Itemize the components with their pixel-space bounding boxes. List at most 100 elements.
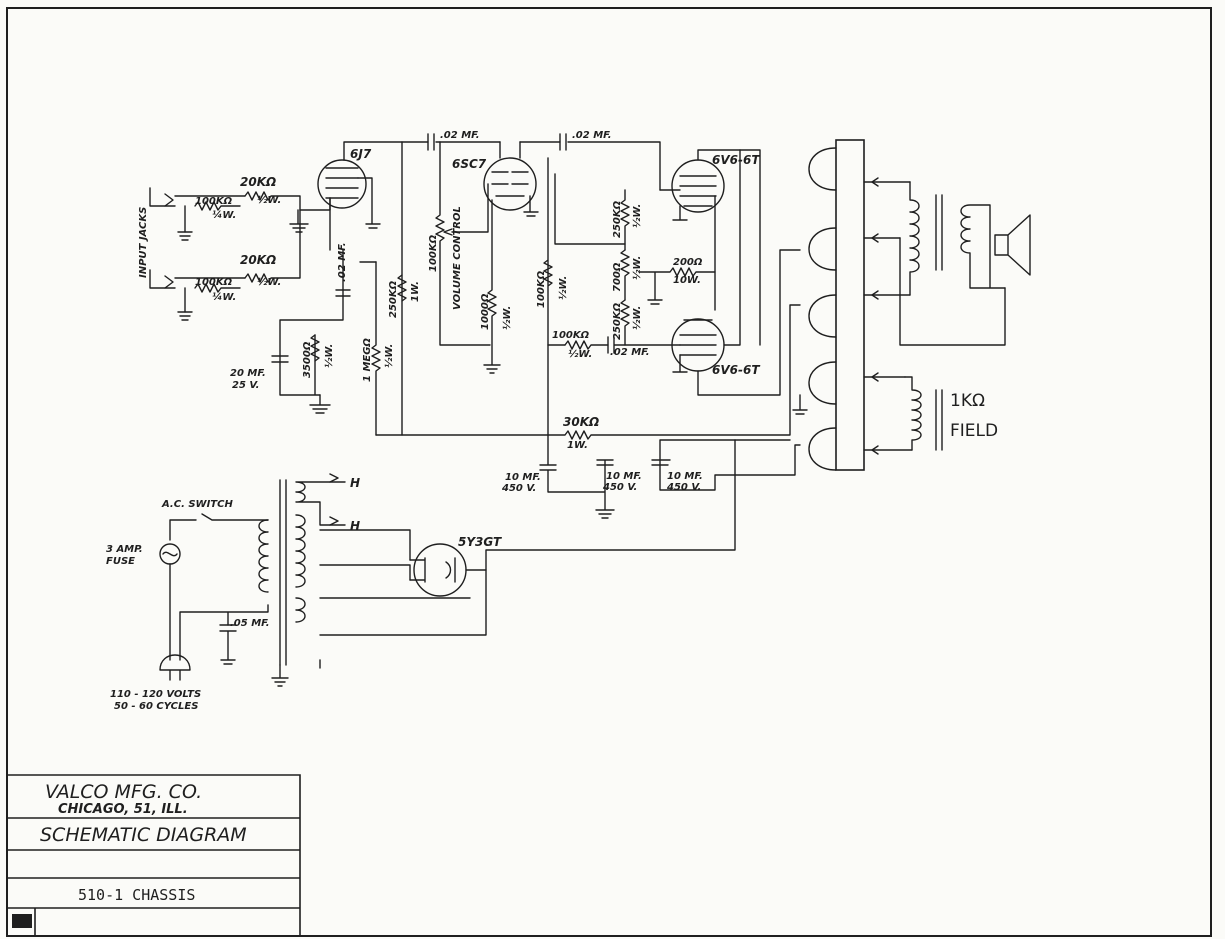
r-250k-3-watt: ½W. <box>631 306 643 330</box>
wire-6j7-plate <box>343 141 501 161</box>
field-resistance-label: 1KΩ <box>950 391 985 411</box>
wire-screen <box>714 149 741 346</box>
tube-6j7 <box>299 159 381 229</box>
resistor-700 <box>620 249 630 301</box>
r-250k-2-watt: ½W. <box>631 204 643 228</box>
r-20k-2-watt: ½W. <box>257 276 281 288</box>
r-30k-watt: 1W. <box>567 440 588 451</box>
resistor-250k-2 <box>620 189 630 251</box>
r-100k-3-label: 100KΩ <box>536 270 547 308</box>
r-250k-3-label: 250KΩ <box>612 302 623 340</box>
resistor-1000 <box>483 199 501 374</box>
tube-6v6-2-label: 6V6-6T <box>712 363 760 377</box>
resistor-100k-3 <box>543 157 553 346</box>
r-1000-label: 1000Ω <box>480 293 491 330</box>
resistor-20k-1 <box>244 191 301 211</box>
r-100k-4-watt: ½W. <box>568 348 592 360</box>
cap-02-1 <box>427 133 435 151</box>
wire-6sc7-plate-2 <box>547 173 626 346</box>
resistor-250k-3 <box>620 299 630 346</box>
title-block-mark <box>12 914 32 928</box>
vol-100k-label: 100KΩ <box>428 234 439 272</box>
output-transformer <box>899 181 1006 346</box>
power-plug-icon <box>159 654 191 681</box>
speaker-socket <box>792 139 913 471</box>
input-jacks-label: INPUT JACKS <box>138 207 149 278</box>
cap-02-4-label: .02 MF. <box>610 347 650 358</box>
volume-wiper <box>443 228 453 236</box>
r-100k-2-watt: ¼W. <box>212 291 236 303</box>
r-100k-1-watt: ¼W. <box>212 209 236 221</box>
cap-02-1-label: .02 MF. <box>440 130 480 141</box>
r-200-watt: 10W. <box>673 275 701 286</box>
volume-control-pot <box>435 141 491 346</box>
cap-02-2 <box>335 289 351 297</box>
r-700-label: 700Ω <box>612 262 623 292</box>
r-200-label: 200Ω <box>673 257 703 268</box>
cap-10-1-volts: 450 V. <box>501 483 536 494</box>
r-1meg-watt: ½W. <box>383 344 395 368</box>
cap-02-3 <box>559 133 567 151</box>
tube-5y3gt-label: 5Y3GT <box>458 535 502 549</box>
tube-6sc7-label: 6SC7 <box>452 157 487 171</box>
cap-10-3-label: 10 MF. <box>667 471 703 482</box>
heater-h1-label: H <box>350 476 360 490</box>
resistor-250k-1 <box>397 274 407 302</box>
cap-05 <box>219 624 237 665</box>
resistor-200 <box>639 267 716 305</box>
field-coil <box>904 376 943 451</box>
wire-6sc7-plate-1 <box>519 141 661 191</box>
resistor-20k-2 <box>244 209 301 283</box>
wire-6j7-cathode <box>279 197 344 396</box>
power-transformer <box>258 473 346 666</box>
cap-10-3-volts: 450 V. <box>666 482 701 493</box>
company-name: VALCO MFG. CO. <box>45 781 202 803</box>
title-block <box>7 774 301 936</box>
cap-05-label: .05 MF. <box>230 618 270 629</box>
resistor-3500 <box>310 334 320 362</box>
tube-6v6-1-label: 6V6-6T <box>712 153 760 167</box>
ac-switch-label: A.C. SWITCH <box>161 499 233 510</box>
resistor-100k-2 <box>194 283 241 293</box>
r-100k-4-label: 100KΩ <box>552 330 590 341</box>
cap-10-2-label: 10 MF. <box>606 471 642 482</box>
ac-switch <box>169 513 269 541</box>
r-1000-watt: ½W. <box>501 306 513 330</box>
speaker-icon <box>994 214 1031 276</box>
wire-ac <box>169 563 269 661</box>
tube-6sc7 <box>451 141 537 233</box>
heater-h2-label: H <box>350 519 360 533</box>
input-jacks <box>149 187 246 321</box>
r-3500-label: 3500Ω <box>302 341 313 378</box>
sheet-border <box>6 7 1212 937</box>
vol-ctrl-label: VOLUME CONTROL <box>452 206 463 310</box>
r-250k-1-watt: 1W. <box>410 281 421 302</box>
cap-10-2-volts: 450 V. <box>602 482 637 493</box>
r-20k-1-label: 20KΩ <box>240 175 276 189</box>
r-250k-2-label: 250KΩ <box>612 200 623 238</box>
chassis-number: 510-1 CHASSIS <box>78 886 195 904</box>
resistor-100k-1 <box>194 201 241 211</box>
r-100k-1-label: 100KΩ <box>195 196 233 207</box>
cap-20-volts: 25 V. <box>232 380 259 391</box>
resistor-1meg <box>371 261 381 436</box>
cap-20-label: 20 MF. <box>230 368 266 379</box>
filter-cap-3 <box>651 439 801 491</box>
volts-label: 110 - 120 VOLTS <box>110 689 201 700</box>
company-city: CHICAGO, 51, ILL. <box>58 802 188 817</box>
tube-5y3gt <box>409 543 487 597</box>
cap-20mf <box>271 355 289 363</box>
tube-6j7-label: 6J7 <box>350 147 372 161</box>
resistor-30k <box>375 304 801 440</box>
filter-caps-1-2 <box>539 344 615 519</box>
fuse-label-2: FUSE <box>106 556 135 567</box>
resistor-100k-4 <box>564 340 609 350</box>
r-20k-2-label: 20KΩ <box>240 253 276 267</box>
cap-02-2-label: .02 MF. <box>337 242 348 282</box>
r-30k-label: 30KΩ <box>563 415 599 429</box>
field-label: FIELD <box>950 421 998 441</box>
cap-02-3-label: .02 MF. <box>572 130 612 141</box>
wire-rectifier <box>319 439 736 636</box>
